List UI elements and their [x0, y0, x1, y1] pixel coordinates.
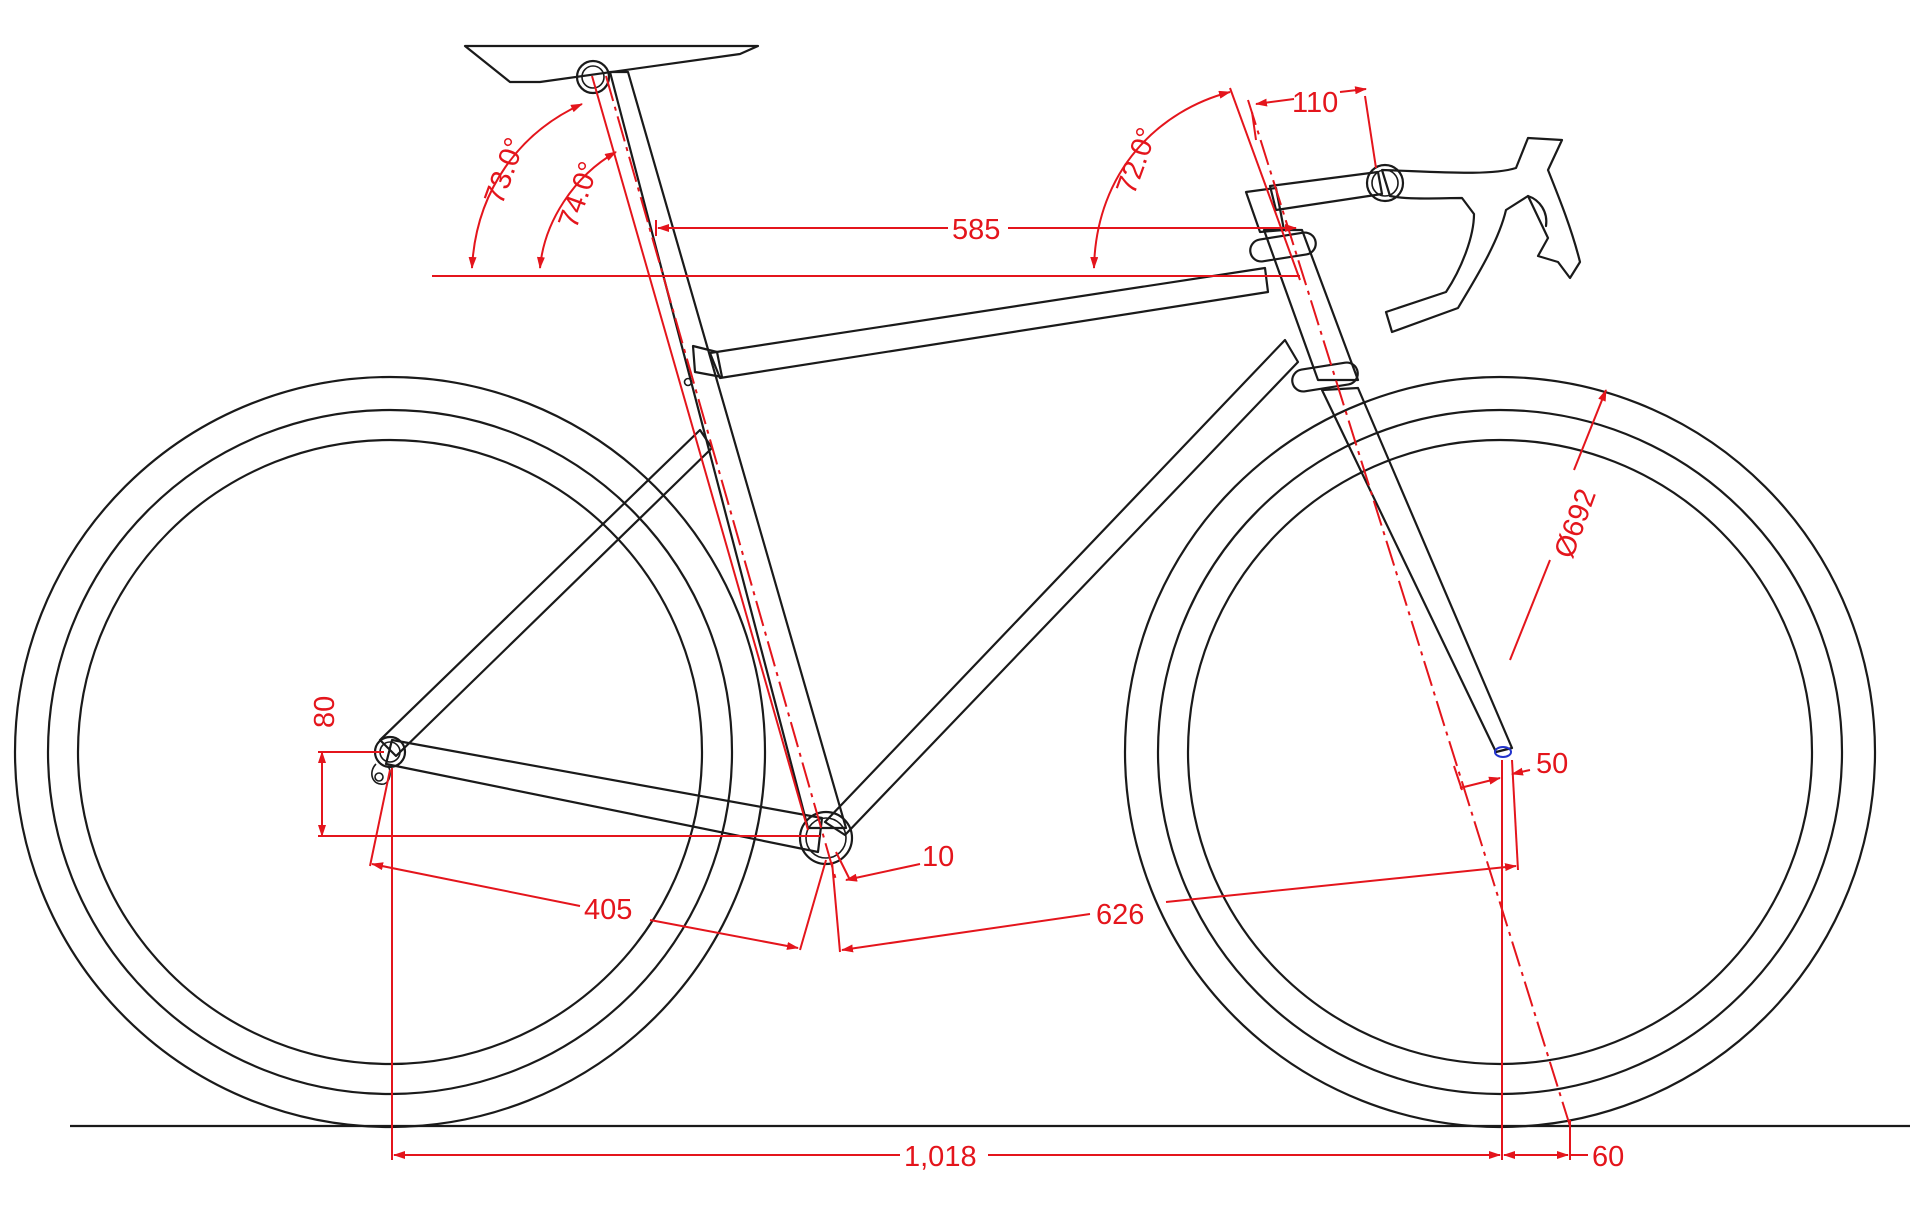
bar-clamp-circle	[1365, 163, 1405, 203]
handlebar	[1380, 136, 1582, 334]
dimension-lines	[318, 75, 1607, 1160]
bb-offset-label: 10	[922, 841, 954, 873]
shifter-hood	[1526, 194, 1548, 228]
fork-offset-label: 50	[1536, 748, 1568, 780]
fork	[1320, 386, 1514, 754]
bottom-bracket	[798, 810, 854, 866]
chain-stay	[384, 738, 824, 854]
saddle	[463, 44, 760, 84]
bike-frame	[371, 44, 1582, 866]
seat-tube	[608, 70, 848, 830]
chainstay-label: 405	[584, 894, 632, 926]
rear-wheel	[13, 375, 767, 1129]
top-tube	[708, 266, 1270, 380]
seat-stay	[378, 428, 714, 758]
head-angle-label: 72.0°	[1111, 124, 1164, 199]
front-wheel	[1123, 375, 1877, 1129]
headset-upper	[1249, 231, 1317, 263]
trail-label: 60	[1592, 1141, 1624, 1173]
stem	[1268, 170, 1384, 212]
wheelbase-label: 1,018	[904, 1141, 977, 1173]
down-tube	[823, 338, 1300, 837]
dimension-labels: 73.0° 74.0° 72.0° 110 585 Ø692 80 405 10…	[309, 87, 1624, 1173]
seat-angle-actual-label: 74.0°	[553, 158, 606, 233]
front-center-label: 626	[1096, 899, 1144, 931]
bb-drop-label: 80	[309, 696, 341, 728]
seat-tube-pivot	[683, 377, 693, 387]
headset-lower	[1291, 361, 1359, 393]
seatpost-clamp-circle	[575, 59, 611, 95]
wheel-diameter-label: Ø692	[1549, 485, 1603, 563]
reach-label: 585	[952, 214, 1000, 246]
front-axle	[1494, 746, 1512, 758]
seat-angle-effective-label: 73.0°	[479, 134, 532, 209]
stem-length-label: 110	[1292, 87, 1338, 119]
